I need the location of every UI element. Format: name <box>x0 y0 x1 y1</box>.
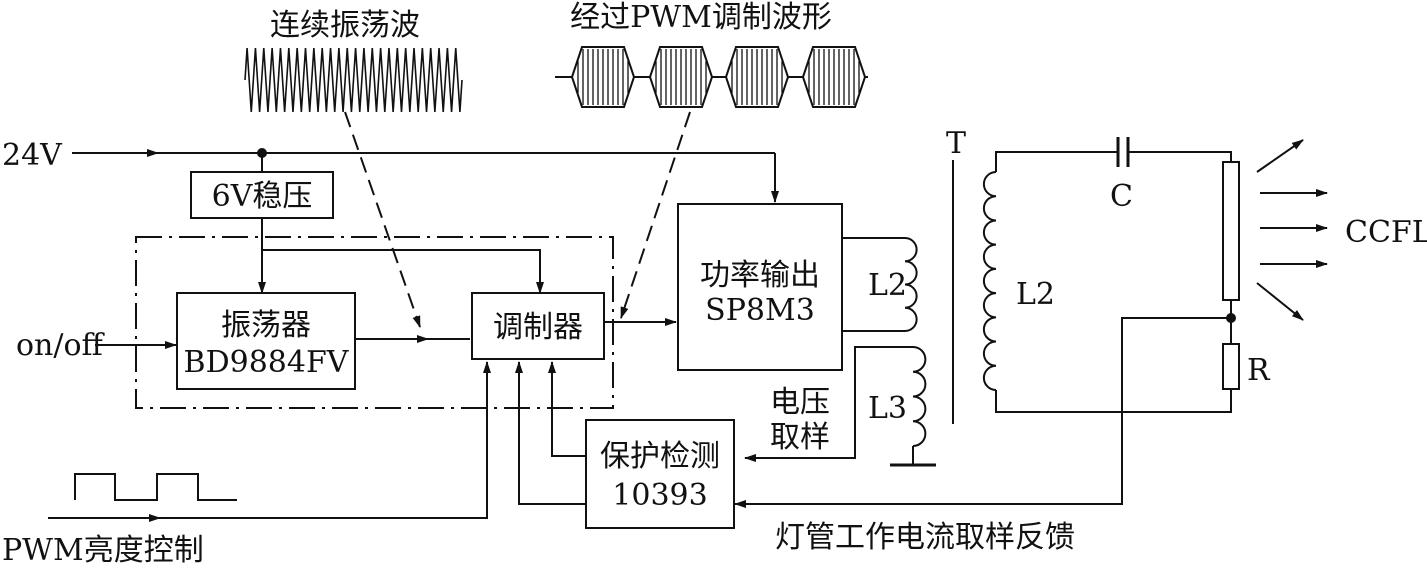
label-l3: L3 <box>868 391 907 426</box>
label-voltage-sample-1: 电压 <box>770 385 830 420</box>
oscillator-block <box>176 292 356 390</box>
label-l2-secondary: L2 <box>1016 277 1055 312</box>
protection-block <box>585 419 735 529</box>
label-continuous-wave: 连续振荡波 <box>270 8 420 43</box>
oscillator-label: 振荡器 <box>221 308 311 343</box>
label-ccfl: CCFL <box>1345 215 1427 250</box>
continuous-wave-icon <box>244 47 463 113</box>
l2-primary-coil <box>904 237 918 332</box>
oscillator-part-number: BD9884FV <box>184 345 350 380</box>
l2-secondary-coil <box>982 171 997 391</box>
ccfl-lamp <box>1222 161 1240 301</box>
pwm-control-line <box>48 361 491 519</box>
lamp-current-feedback-line <box>734 317 1231 508</box>
label-transformer: T <box>946 126 966 161</box>
label-capacitor: C <box>1110 179 1133 214</box>
light-ray <box>1256 139 1304 173</box>
modulator-label: 调制器 <box>493 310 583 345</box>
pwm-square-wave-icon <box>74 473 237 501</box>
l3-coil <box>912 346 927 447</box>
pwm-modulated-wave-icon <box>555 46 868 108</box>
label-on-off: on/off <box>16 328 106 363</box>
label-pwm-wave: 经过PWM调制波形 <box>570 0 832 35</box>
resistor <box>1222 343 1240 390</box>
power-output-label: 功率输出 <box>700 258 820 293</box>
regulator-label: 6V稳压 <box>212 179 313 214</box>
light-ray <box>1256 282 1304 321</box>
power-output-block <box>677 203 843 371</box>
modulator-block <box>471 292 605 360</box>
label-24v: 24V <box>2 138 63 173</box>
label-voltage-sample-2: 取样 <box>770 420 830 455</box>
label-pwm-control: PWM亮度控制 <box>2 533 204 568</box>
protection-part-number: 10393 <box>612 478 707 513</box>
label-l2-primary: L2 <box>868 268 907 303</box>
power-output-part-number: SP8M3 <box>705 293 815 328</box>
protection-label: 保护检测 <box>600 439 720 474</box>
dashed-pointer-pwm <box>620 111 691 319</box>
dashed-pointer-oscillation <box>344 111 421 328</box>
label-resistor: R <box>1247 353 1271 388</box>
label-lamp-feedback: 灯管工作电流取样反馈 <box>775 520 1075 555</box>
